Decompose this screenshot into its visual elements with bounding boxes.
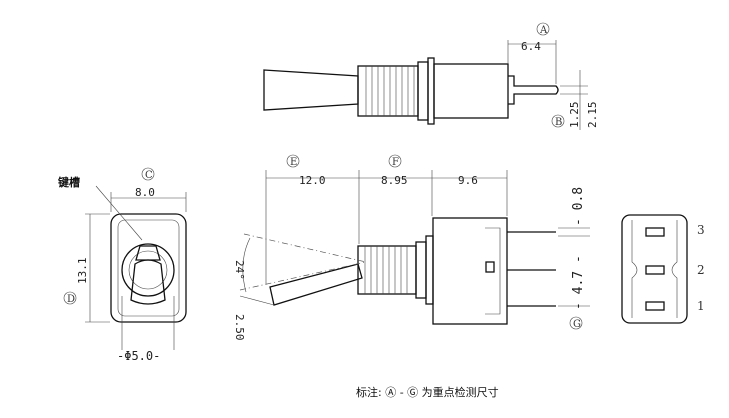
top-view: A 6.4 B 1.25 2.15	[263, 22, 599, 130]
marker-e-label: E	[290, 157, 297, 168]
top-flange	[427, 57, 435, 125]
dim-f-value: 8.95	[381, 174, 408, 187]
dim-e-value: 12.0	[299, 174, 326, 187]
bottom-pin-2	[645, 265, 665, 275]
top-body	[433, 63, 509, 119]
top-bushing	[357, 65, 419, 117]
marker-f	[388, 154, 402, 168]
marker-c-label: C	[145, 170, 153, 181]
top-lever	[263, 69, 359, 111]
front-bushing	[121, 243, 175, 297]
marker-f-label: F	[392, 157, 399, 168]
dim-96-value: 9.6	[458, 174, 478, 187]
dim-47-value: - 4.7 -	[571, 255, 586, 310]
bottom-view: 3 2 1	[621, 214, 705, 324]
dim-08-value: - 0.8	[571, 187, 586, 226]
front-lever	[130, 259, 166, 305]
keyslot-callout: 键槽	[57, 175, 80, 189]
marker-a	[536, 22, 550, 36]
pin-label-2: 2	[697, 263, 705, 277]
marker-g	[569, 316, 583, 330]
pin-label-1: 1	[697, 299, 705, 313]
dim-b2-value: 2.15	[586, 102, 599, 129]
top-nut	[417, 61, 429, 121]
marker-b-label: B	[555, 117, 562, 128]
front-keyslot	[135, 245, 161, 261]
marker-d	[63, 291, 77, 305]
marker-e	[286, 154, 300, 168]
footer-note: 标注: Ⓐ - Ⓖ 为重点检测尺寸	[356, 385, 499, 399]
front-body	[110, 213, 187, 323]
marker-a-label: A	[539, 25, 548, 36]
marker-b	[551, 114, 565, 128]
side-body	[432, 217, 508, 325]
dim-b1-value: 1.25	[568, 102, 581, 129]
marker-c	[141, 167, 155, 181]
dim-lever-value: 2.50	[233, 314, 246, 341]
dim-d-value: 13.1	[76, 258, 89, 285]
bottom-body	[621, 214, 688, 324]
dim-angle-value: 24°	[233, 260, 246, 280]
dim-c-value: 8.0	[135, 186, 155, 199]
front-view: C 8.0 D 13.1 -Φ5.0- 键槽	[57, 167, 187, 363]
top-terminal	[508, 75, 559, 105]
pin-label-3: 3	[697, 223, 705, 237]
dim-phi-value: -Φ5.0-	[117, 349, 160, 363]
side-lever	[269, 263, 363, 306]
side-view: 24° 2.50 E F 12.0 8.95 9.6 - 0.8 - 4.7 -…	[233, 154, 590, 341]
top-threads	[365, 66, 415, 116]
bottom-pin-3	[645, 227, 665, 237]
dim-a-value: 6.4	[521, 40, 541, 53]
bottom-pin-1	[645, 301, 665, 311]
marker-d-label: D	[67, 294, 75, 305]
marker-g-label: G	[573, 319, 581, 330]
